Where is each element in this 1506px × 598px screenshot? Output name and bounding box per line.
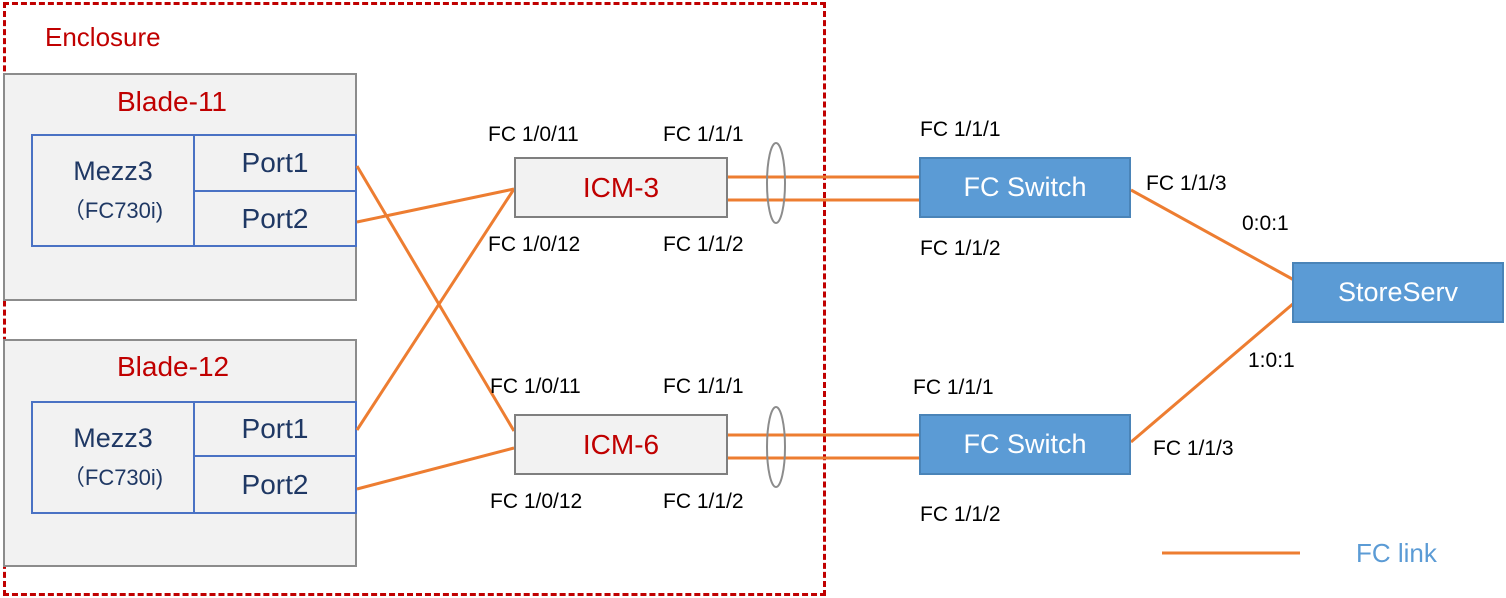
storage-port-0-0-1: 0:0:1	[1242, 212, 1289, 235]
blade-12-port2: Port2	[241, 468, 309, 500]
switch1-port-p3: FC 1/1/3	[1146, 172, 1227, 195]
icm-6: ICM-6	[514, 414, 728, 475]
fc-switch-1: FC Switch	[919, 157, 1131, 218]
icm3-port-out1: FC 1/1/1	[663, 123, 744, 146]
icm6-port-out2: FC 1/1/2	[663, 490, 744, 513]
blade-11-mezz-model: （FC730i)	[62, 198, 164, 223]
blade-12-mezz-card: Mezz3 （FC730i) Port1 Port2	[31, 401, 357, 514]
icm6-port-out1: FC 1/1/1	[663, 375, 744, 398]
icm6-port-in1: FC 1/0/11	[490, 375, 581, 398]
blade-12-mezz-name: Mezz3	[73, 423, 153, 453]
link-b12p2-icm6	[356, 446, 515, 491]
switch2-port-p2: FC 1/1/2	[920, 503, 1001, 526]
switch1-port-p1: FC 1/1/1	[920, 118, 1001, 141]
legend-label: FC link	[1356, 538, 1437, 568]
blade-11-mezz-name: Mezz3	[73, 156, 153, 186]
blade-12-title: Blade-12	[117, 351, 230, 382]
enclosure-label: Enclosure	[45, 22, 161, 52]
blade-11-mezz-info: Mezz3 （FC730i)	[33, 136, 195, 245]
blade-12-mezz-info: Mezz3 （FC730i)	[33, 403, 195, 512]
storage-port-1-0-1: 1:0:1	[1248, 349, 1295, 372]
icm3-port-out2: FC 1/1/2	[663, 233, 744, 256]
blade-12-port1: Port1	[195, 403, 355, 457]
link-b11p2-icm3	[356, 187, 515, 224]
link-b11p1-icm6	[355, 165, 516, 432]
fc-switch-2: FC Switch	[919, 414, 1131, 475]
blade-11-port1: Port1	[195, 136, 355, 192]
link-sw2-storage	[1130, 301, 1295, 444]
blade-11-mezz-card: Mezz3 （FC730i) Port1 Port2	[31, 134, 357, 247]
icm3-port-in1: FC 1/0/11	[488, 123, 579, 146]
switch2-port-p3: FC 1/1/3	[1153, 437, 1234, 460]
icm-3: ICM-3	[514, 157, 728, 218]
storeserv-storage: StoreServ	[1292, 262, 1504, 323]
icm3-port-in2: FC 1/0/12	[488, 233, 581, 256]
switch1-port-p2: FC 1/1/2	[920, 237, 1001, 260]
blade-11-title: Blade-11	[117, 86, 228, 117]
switch2-port-p1: FC 1/1/1	[913, 376, 994, 399]
blade-12-mezz-model: （FC730i)	[62, 465, 164, 490]
link-sw1-storage	[1130, 188, 1295, 282]
link-b12p1-icm3	[355, 188, 516, 431]
lag-ellipse-icm6	[766, 406, 786, 488]
icm6-port-in2: FC 1/0/12	[490, 490, 583, 513]
lag-ellipse-icm3	[766, 142, 786, 224]
blade-11-port2: Port2	[241, 202, 309, 234]
